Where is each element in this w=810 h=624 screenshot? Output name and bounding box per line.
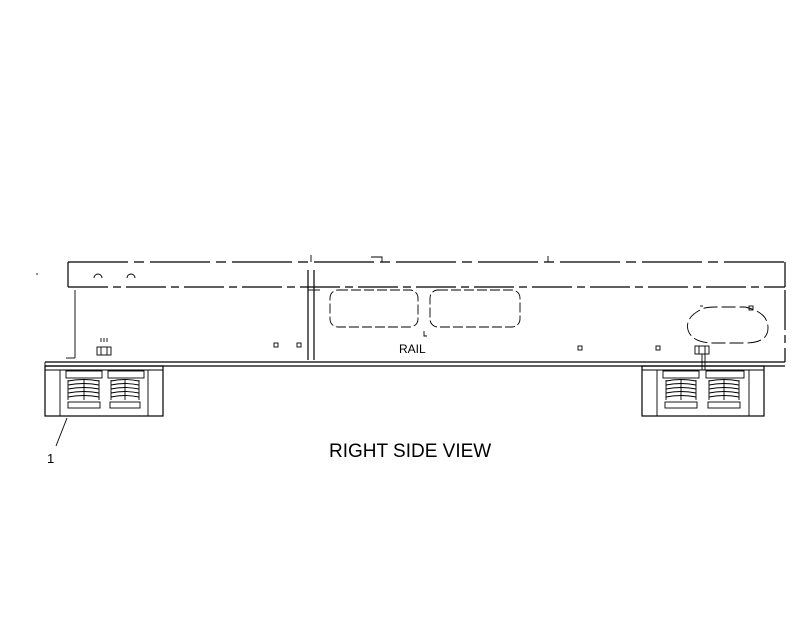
bolt-right: [694, 345, 710, 370]
spring-coil: [110, 379, 140, 400]
rail-label: RAIL: [399, 342, 426, 356]
spring-coil: [67, 379, 100, 400]
callout-1: 1: [47, 417, 68, 466]
rail-cutouts: [329, 289, 769, 344]
callout-number: 1: [47, 451, 54, 466]
view-title: RIGHT SIDE VIEW: [329, 441, 491, 462]
spring-coil: [665, 379, 697, 400]
spring-mount-right: [641, 365, 765, 417]
cross-member: [307, 255, 320, 360]
rail-holes: [273, 342, 661, 351]
bolt-left: [96, 338, 112, 356]
spring-mount-left: [44, 365, 164, 417]
spring-coil: [708, 379, 740, 400]
